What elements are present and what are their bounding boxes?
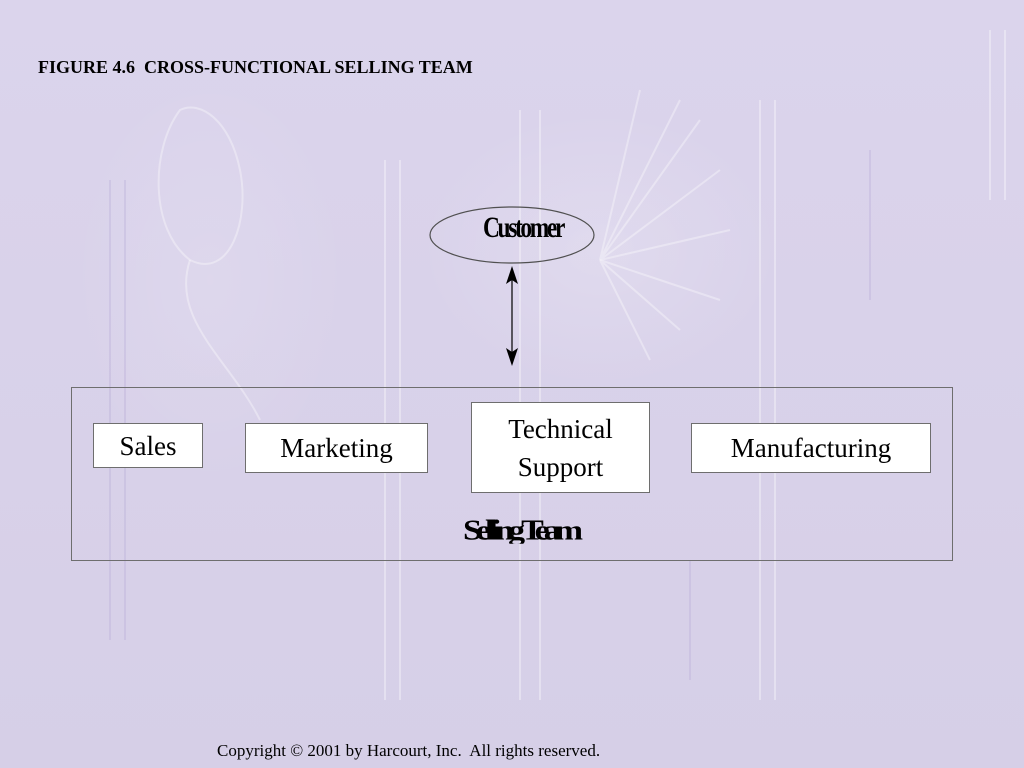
marketing-label: Marketing [280, 433, 393, 463]
technical-support-label: Technical Support [508, 413, 613, 482]
marketing-box: Marketing [245, 423, 428, 473]
copyright-notice: Copyright © 2001 by Harcourt, Inc. All r… [217, 741, 601, 760]
customer-ellipse [429, 206, 595, 264]
figure-title: FIGURE 4.6 CROSS-FUNCTIONAL SELLING TEAM [38, 57, 473, 77]
selling-team-label: Selling Team [462, 518, 583, 544]
technical-support-box: Technical Support [471, 402, 650, 493]
manufacturing-label: Manufacturing [730, 433, 892, 463]
selling-team-frame [71, 387, 953, 561]
sales-label: Sales [119, 430, 177, 461]
manufacturing-box: Manufacturing [691, 423, 931, 473]
arrowhead-down-icon [506, 348, 518, 366]
sales-box: Sales [93, 423, 203, 468]
customer-label: Customer [482, 211, 565, 244]
arrowhead-up-icon [506, 266, 518, 284]
